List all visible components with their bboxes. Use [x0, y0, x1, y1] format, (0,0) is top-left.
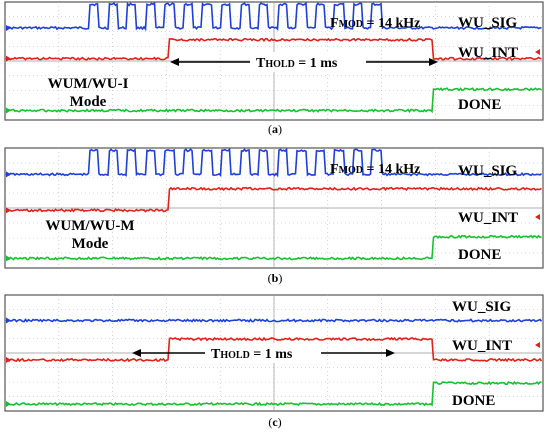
signal-label-wu-sig: WU_SIG [458, 15, 518, 31]
signal-label-wu-int: WU_INT [452, 338, 512, 354]
trigger-marker [535, 342, 540, 348]
arrow-head-right [386, 349, 395, 357]
thold-annotation: THOLD = 1 ms [256, 56, 338, 71]
trigger-marker [535, 49, 540, 55]
channel-marker [6, 171, 11, 178]
signal-label-done: DONE [452, 393, 495, 409]
trace-wu-int [5, 336, 543, 363]
signal-label-wu-int: WU_INT [458, 210, 518, 226]
trace-done [5, 87, 542, 114]
signal-label-wu-sig: WU_SIG [458, 163, 518, 179]
trace-wu-int [5, 37, 542, 61]
channel-marker [6, 207, 11, 214]
trace-done [5, 380, 542, 407]
scope-panel-c: WU_SIG WU_INT DONE THOLD = 1 ms [4, 294, 544, 412]
panel-caption: (c) [268, 415, 281, 429]
fmod-annotation: FMOD = 14 kHz [330, 162, 420, 177]
channel-marker [6, 107, 11, 114]
arrow-head-left [170, 58, 179, 66]
channel-marker [6, 55, 11, 62]
signal-label-wu-sig: WU_SIG [452, 299, 512, 315]
trace-wu-sig [5, 1, 542, 32]
trace-wu-sig [5, 147, 543, 178]
thold-annotation: THOLD = 1 ms [211, 347, 293, 362]
trace-wu-sig [5, 318, 543, 323]
panel-grid [5, 148, 543, 268]
mode-label-line1: WUM/WU-I [48, 76, 129, 92]
panel-caption: (b) [268, 271, 283, 285]
trace-done [5, 234, 542, 261]
mode-label-line1: WUM/WU-M [45, 218, 134, 234]
channel-marker [6, 255, 11, 262]
panel-caption: (a) [268, 122, 282, 136]
channel-marker [6, 24, 11, 31]
trace-wu-int [5, 186, 542, 213]
mode-label-line2: Mode [70, 94, 107, 110]
channel-marker [6, 356, 11, 363]
signal-label-wu-int: WU_INT [458, 45, 518, 61]
channel-marker [6, 401, 11, 408]
arrow-head-right [429, 58, 438, 66]
arrow-head-left [132, 349, 141, 357]
mode-label-line2: Mode [72, 236, 109, 252]
signal-label-done: DONE [458, 247, 501, 263]
trigger-marker [535, 214, 540, 220]
fmod-annotation: FMOD = 14 kHz [330, 16, 420, 31]
signal-label-done: DONE [458, 97, 501, 113]
channel-marker [6, 317, 11, 324]
